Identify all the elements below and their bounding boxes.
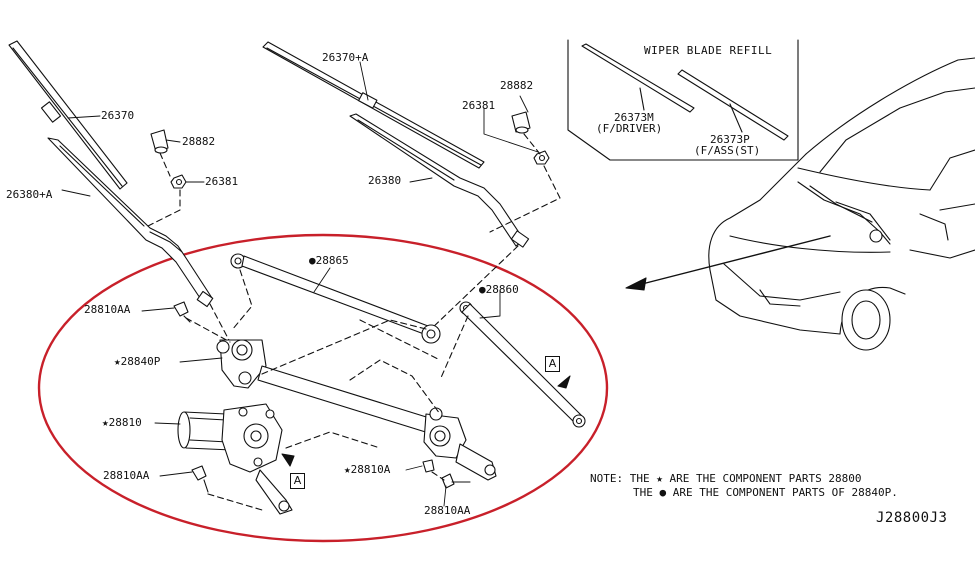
label-26381-left: 26381 — [205, 175, 239, 188]
right-dashed-leaders — [429, 133, 561, 331]
label-28840p: ★28840P — [114, 355, 161, 368]
refill-box-title: WIPER BLADE REFILL — [644, 44, 773, 57]
arrow-marker-left — [281, 453, 295, 467]
linkage-rod-28865 — [230, 253, 441, 344]
label-leaders — [61, 61, 539, 507]
right-cap-and-nut — [511, 111, 550, 165]
label-28810aa-bottom-left: 28810AA — [103, 469, 150, 482]
note-line-1: NOTE: THE ★ ARE THE COMPONENT PARTS 2880… — [590, 472, 862, 485]
label-28810: ★28810 — [102, 416, 142, 429]
label-26370-a: 26370+A — [322, 51, 369, 64]
label-28882-left: 28882 — [182, 135, 216, 148]
label-28865: ●28865 — [309, 254, 349, 267]
label-26380: 26380 — [368, 174, 402, 187]
left-cap-and-nut — [150, 129, 187, 189]
label-28810a: ★28810A — [344, 463, 391, 476]
linkage-rod-28860 — [459, 301, 586, 428]
bolts — [173, 301, 471, 493]
diagram-code: J28800J3 — [876, 510, 948, 526]
note-line-2: THE ● ARE THE COMPONENT PARTS OF 28840P. — [633, 486, 898, 499]
label-28810aa-bottom: 28810AA — [424, 504, 471, 517]
left-dashed-leaders — [147, 152, 231, 343]
refill-assist-label: (F/ASS(ST) — [694, 144, 761, 157]
assembly-dashed-leaders — [185, 269, 469, 511]
label-26370: 26370 — [101, 109, 135, 122]
refill-inset — [567, 39, 799, 161]
left-wiper-arm — [47, 137, 214, 308]
refill-driver-label: (F/DRIVER) — [596, 122, 663, 135]
right-wiper-blade — [262, 41, 485, 169]
wiper-motor-28810 — [177, 403, 283, 473]
arrow-marker-right — [557, 375, 571, 389]
wiper-frame-28840p — [216, 339, 497, 515]
label-28860: ●28860 — [479, 283, 519, 296]
label-28810aa-top: 28810AA — [84, 303, 131, 316]
refill-driver-part: 26373M — [614, 111, 654, 124]
reference-marker-a-right: A — [545, 356, 560, 372]
car-illustration — [708, 57, 975, 351]
car-pointer-arrow — [625, 235, 831, 291]
reference-marker-a-left: A — [290, 473, 305, 489]
label-28882-right: 28882 — [500, 79, 534, 92]
right-wiper-arm — [349, 113, 530, 248]
refill-assist-part: 26373P — [710, 133, 750, 146]
highlight-ellipse — [37, 233, 609, 543]
left-wiper-blade — [8, 40, 128, 190]
label-26380-a: 26380+A — [6, 188, 53, 201]
label-26381-right: 26381 — [462, 99, 496, 112]
